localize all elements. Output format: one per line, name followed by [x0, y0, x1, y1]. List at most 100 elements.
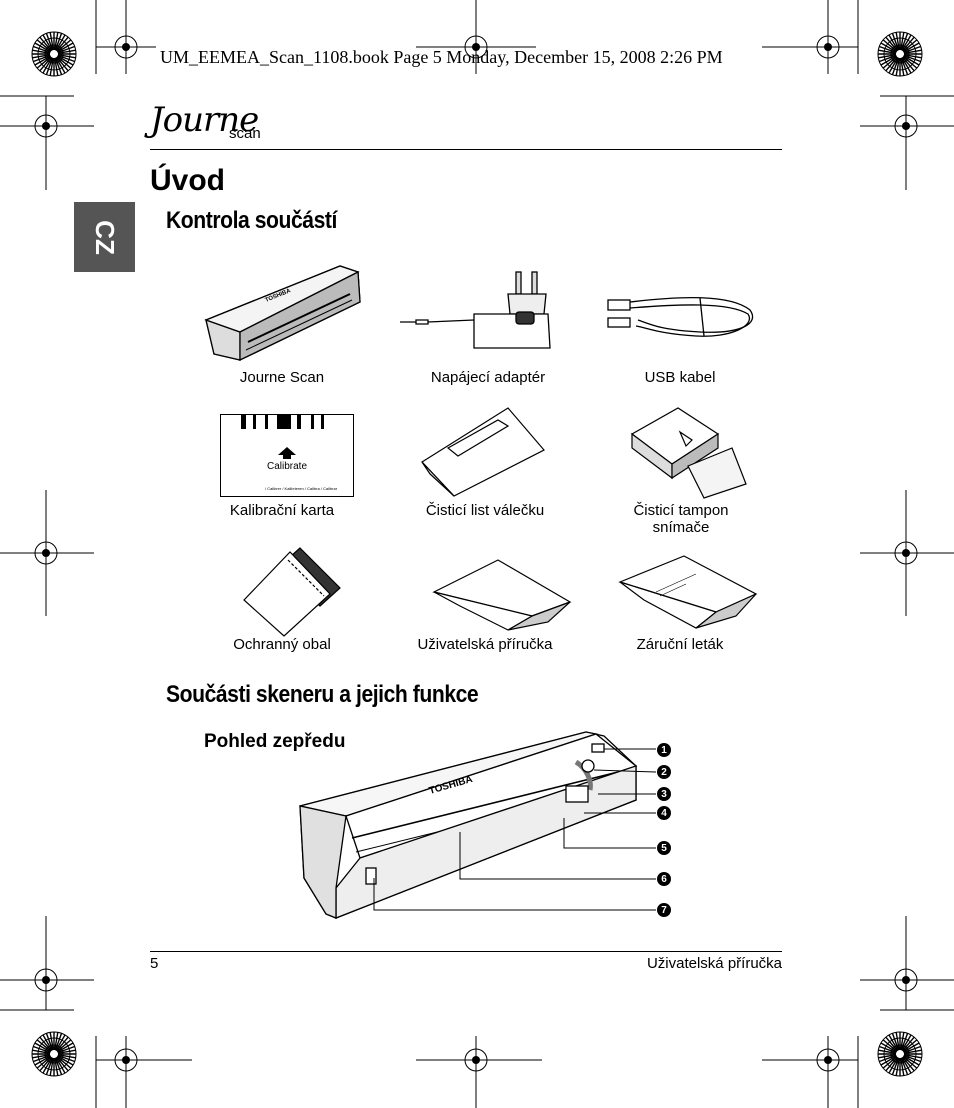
sunburst-ray: [888, 1034, 899, 1051]
sunburst-ray: [49, 1032, 54, 1051]
journe-scan-illustration: TOSHIBA: [204, 265, 361, 362]
sunburst-ray: [902, 1056, 915, 1072]
caption-user-guide: Uživatelská příručka: [417, 636, 553, 653]
sunburst-ray: [42, 1034, 53, 1051]
sunburst-ray: [55, 1034, 66, 1051]
caption-usb-cable: USB kabel: [644, 369, 716, 386]
subheading-front-view: Pohled zepředu: [204, 731, 346, 752]
sunburst-ray: [902, 1036, 915, 1052]
sunburst-ray: [900, 1032, 905, 1051]
sunburst-ray: [888, 1057, 899, 1074]
sunburst-ray: [55, 1057, 66, 1074]
sunburst-ray: [901, 34, 912, 51]
sunburst-ray: [57, 45, 75, 54]
caption-roller-cleaning-sheet: Čisticí list válečku: [425, 502, 545, 519]
sunburst-ray: [878, 54, 897, 59]
sunburst-ray: [879, 54, 897, 63]
sunburst-ray: [33, 54, 51, 63]
protective-sleeve-illustration: [243, 547, 341, 637]
sunburst-ray: [903, 1055, 920, 1066]
sunburst-ray: [33, 1054, 51, 1063]
sunburst-ray: [891, 57, 900, 75]
sunburst-ray: [902, 1039, 918, 1052]
roller-cleaning-sheet-illustration: [421, 407, 545, 497]
sunburst-ray: [901, 1034, 912, 1051]
sunburst-ray: [57, 54, 75, 63]
sunburst-ray: [36, 39, 52, 52]
sunburst-ray: [903, 1042, 920, 1053]
sunburst-ray: [55, 34, 66, 51]
calibration-card-illustration: Calibrate / Calibrer / Kalibrieren / Cal…: [220, 414, 354, 497]
sunburst-ray: [885, 1036, 898, 1052]
sunburst-ray: [54, 57, 63, 75]
sunburst-ray: [903, 49, 922, 54]
sunburst-ray: [45, 33, 54, 51]
caption-power-adapter: Napájecí adaptér: [430, 369, 546, 386]
sunburst-ray: [45, 57, 54, 75]
calibrate-label: Calibrate: [266, 461, 308, 472]
sunburst-ray: [54, 1057, 63, 1075]
sunburst-ray: [39, 36, 52, 52]
sunburst-ray: [882, 1039, 898, 1052]
sunburst-ray: [54, 1033, 63, 1051]
sunburst-ray: [57, 55, 74, 66]
footer-rule: [150, 951, 782, 952]
sunburst-ray: [900, 32, 905, 51]
sunburst-ray: [57, 1055, 74, 1066]
sunburst-ray: [885, 36, 898, 52]
sunburst-ray: [56, 56, 69, 72]
sunburst-ray: [57, 1054, 75, 1063]
callout-6: 6: [657, 872, 671, 886]
logo-script: Journe: [150, 100, 259, 140]
sunburst-ray: [56, 39, 72, 52]
sunburst-ray: [57, 42, 74, 53]
sunburst-ray: [54, 1057, 59, 1076]
sunburst-ray: [36, 1039, 52, 1052]
sunburst-ray: [891, 1033, 900, 1051]
section-heading-scanner-parts: Součásti skeneru a jejich funkce: [166, 681, 479, 708]
sunburst-ray: [895, 1057, 900, 1076]
sunburst-ray: [879, 1054, 897, 1063]
print-header: UM_EEMEA_Scan_1108.book Page 5 Monday, D…: [160, 47, 723, 67]
sunburst-ray: [902, 39, 918, 52]
sunburst-ray: [903, 1045, 921, 1054]
calibrate-footer: / Calibrer / Kalibrieren / Calibra / Cal…: [265, 486, 338, 491]
sunburst-ray: [891, 1057, 900, 1075]
usb-cable-illustration: [607, 296, 753, 337]
scanner-front-view-illustration: TOSHIBA: [299, 731, 638, 919]
sunburst-ray: [879, 1045, 897, 1054]
sunburst-ray: [33, 45, 51, 54]
sunburst-ray: [56, 56, 72, 69]
sunburst-ray: [895, 57, 900, 76]
section-heading-components: Kontrola součástí: [166, 207, 337, 234]
sunburst-ray: [882, 56, 898, 69]
sunburst-ray: [902, 56, 918, 69]
callout-3: 3: [657, 787, 671, 801]
sunburst-ray: [885, 56, 898, 72]
sunburst-ray: [903, 54, 922, 59]
sunburst-ray: [895, 1032, 900, 1051]
caption-sensor-cleaning-pad: Čisticí tampon snímače: [633, 502, 729, 536]
sunburst-ray: [57, 49, 76, 54]
sunburst-ray: [888, 57, 899, 74]
sensor-cleaning-pad-illustration: [630, 407, 747, 499]
sunburst-ray: [39, 1056, 52, 1072]
sunburst-ray: [56, 1036, 69, 1052]
sunburst-ray: [39, 56, 52, 72]
sunburst-ray: [57, 1054, 76, 1059]
sunburst-ray: [56, 1056, 69, 1072]
page-title: Úvod: [150, 164, 225, 197]
caption-journe-scan: Journe Scan: [239, 369, 325, 386]
sunburst-ray: [903, 1049, 922, 1054]
sunburst-ray: [902, 56, 915, 72]
logo-scan: scan: [229, 125, 261, 142]
sunburst-ray: [56, 1039, 72, 1052]
sunburst-ray: [57, 1045, 75, 1054]
sunburst-ray: [32, 1049, 51, 1054]
sunburst-ray: [888, 34, 899, 51]
sunburst-ray: [895, 32, 900, 51]
sunburst-ray: [54, 1032, 59, 1051]
sunburst-ray: [45, 1033, 54, 1051]
